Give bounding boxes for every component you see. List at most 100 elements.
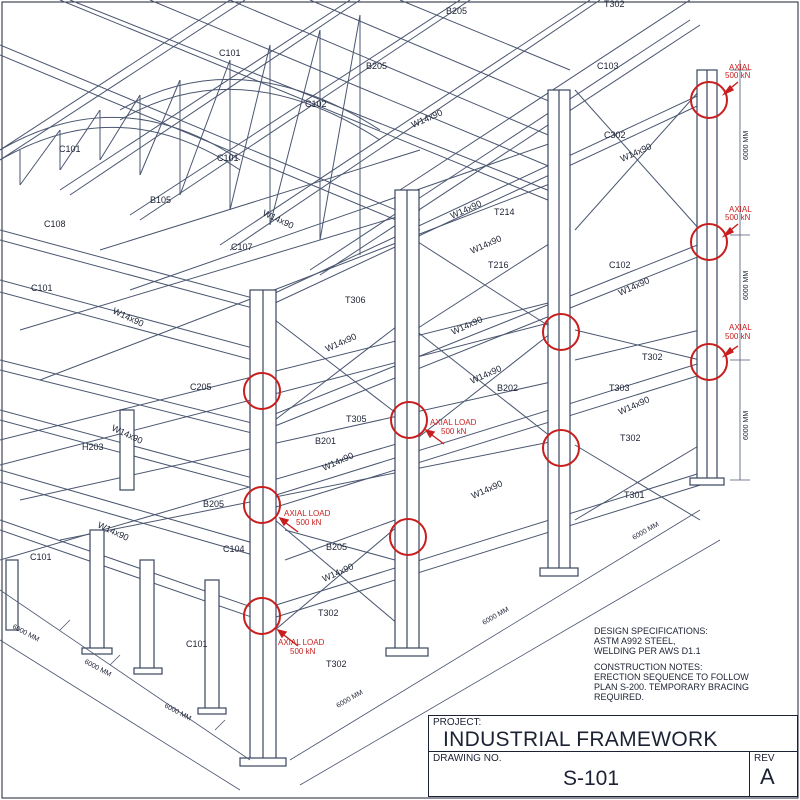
member-label: T302 [604, 0, 625, 9]
member-label: B105 [150, 195, 171, 205]
load-callout-line1: AXIAL LOAD [430, 418, 477, 427]
load-callout-line1: AXIAL [729, 63, 752, 72]
member-label: W14x90 [321, 561, 355, 584]
columns [5, 69, 725, 767]
load-callout-line2: 500 kN [725, 213, 751, 222]
member-label: C102 [609, 260, 631, 270]
dimension-label: 6000 MM [743, 271, 750, 300]
dimension-label: 6000 MM [163, 703, 192, 723]
member-label: W14x90 [449, 198, 483, 221]
rev-value: A [760, 764, 775, 789]
drawing-caption: DRAWING NO. [433, 753, 502, 764]
ground-dimension-lines [0, 60, 750, 791]
member-label: T216 [488, 260, 509, 270]
dimension-label: 6000 MM [336, 689, 365, 710]
load-callout-line2: 500 kN [296, 518, 322, 527]
load-callouts: AXIAL 500 kN AXIAL 500 kN AXIAL 500 kN A… [278, 63, 752, 656]
construction-line: REQUIRED. [594, 692, 645, 702]
member-label: T302 [318, 608, 339, 618]
connection-circle [690, 81, 728, 119]
member-label: T303 [609, 383, 630, 393]
construction-line: ERECTION SEQUENCE TO FOLLOW [594, 672, 749, 682]
floor-framing [0, 89, 711, 631]
member-label: W14x90 [617, 394, 651, 417]
load-callout-line2: 500 kN [290, 647, 316, 656]
dimension-label: 6000 MM [482, 606, 511, 627]
member-label: C205 [190, 382, 212, 392]
dimension-label: 6000 MM [743, 411, 750, 440]
member-label: W14x90 [111, 306, 145, 329]
dimension-label: 6000 MM [83, 659, 112, 679]
member-label: W14x90 [324, 331, 358, 354]
member-label: C107 [231, 242, 253, 252]
construction-line: PLAN S-200. TEMPORARY BRACING [594, 682, 750, 692]
load-callout-line1: AXIAL LOAD [278, 638, 325, 647]
title-block-revision: REV A [749, 751, 798, 797]
member-label: T302 [620, 433, 641, 443]
member-label: C103 [597, 61, 619, 71]
spec-heading: DESIGN SPECIFICATIONS: [594, 626, 708, 636]
load-callout-line2: 500 kN [725, 71, 751, 80]
member-label: T302 [642, 352, 663, 362]
connection-circle [690, 223, 728, 261]
member-label: T305 [346, 414, 367, 424]
member-label: B205 [446, 6, 467, 16]
member-label: B201 [315, 436, 336, 446]
member-label: T214 [494, 207, 515, 217]
load-callout-line1: AXIAL [729, 205, 752, 214]
member-label: W14x90 [261, 208, 295, 231]
dimension-label: 6000 MM [632, 521, 661, 542]
connection-circle [243, 597, 281, 635]
member-label: B205 [203, 499, 224, 509]
member-label: C302 [604, 130, 626, 140]
member-label: C101 [30, 552, 52, 562]
connection-circle [542, 429, 580, 467]
member-label: W14x90 [617, 275, 651, 298]
member-label: C102 [305, 99, 327, 109]
member-label: C104 [223, 544, 245, 554]
member-label: B205 [326, 542, 347, 552]
member-label: C101 [219, 48, 241, 58]
connection-highlights [243, 81, 728, 635]
connection-circle [390, 401, 428, 439]
member-label: B202 [497, 383, 518, 393]
member-label: C108 [44, 219, 66, 229]
load-callout-line2: 500 kN [441, 427, 467, 436]
rev-caption: REV [754, 753, 775, 764]
title-block-project: PROJECT: INDUSTRIAL FRAMEWORK [428, 715, 798, 752]
title-block-drawing-number: DRAWING NO. S-101 [428, 751, 750, 797]
drawing-number: S-101 [563, 767, 620, 790]
member-label: T306 [345, 295, 366, 305]
load-callout-line1: AXIAL [729, 323, 752, 332]
load-callout-line1: AXIAL LOAD [284, 509, 331, 518]
load-arrows [276, 81, 739, 647]
construction-heading: CONSTRUCTION NOTES: [594, 662, 703, 672]
member-label: W14x90 [321, 450, 355, 473]
member-label: T302 [326, 659, 347, 669]
member-label: C101 [59, 144, 81, 154]
dimension-label: 6000 MM [11, 624, 40, 644]
connection-circle [389, 518, 427, 556]
dimension-label: 6000 MM [743, 131, 750, 160]
load-callout-line2: 500 kN [725, 332, 751, 341]
connection-circle [243, 372, 281, 410]
spec-line: ASTM A992 STEEL, [594, 636, 676, 646]
member-label: C101 [186, 639, 208, 649]
member-label: C101 [217, 153, 239, 163]
member-label: C101 [31, 283, 53, 293]
project-name: INDUSTRIAL FRAMEWORK [443, 728, 718, 751]
drawing-notes: DESIGN SPECIFICATIONS: ASTM A992 STEEL, … [594, 626, 794, 702]
roof-framing [0, 0, 701, 276]
connection-circle [542, 313, 580, 351]
connection-circle [690, 343, 728, 381]
member-label: W14x90 [450, 314, 484, 337]
member-label: T301 [624, 490, 645, 500]
member-label: B205 [366, 61, 387, 71]
member-label: H203 [82, 442, 104, 452]
spec-line: WELDING PER AWS D1.1 [594, 646, 701, 656]
project-caption: PROJECT: [433, 717, 482, 728]
member-label: W14x90 [470, 478, 504, 501]
connection-circle [243, 486, 281, 524]
